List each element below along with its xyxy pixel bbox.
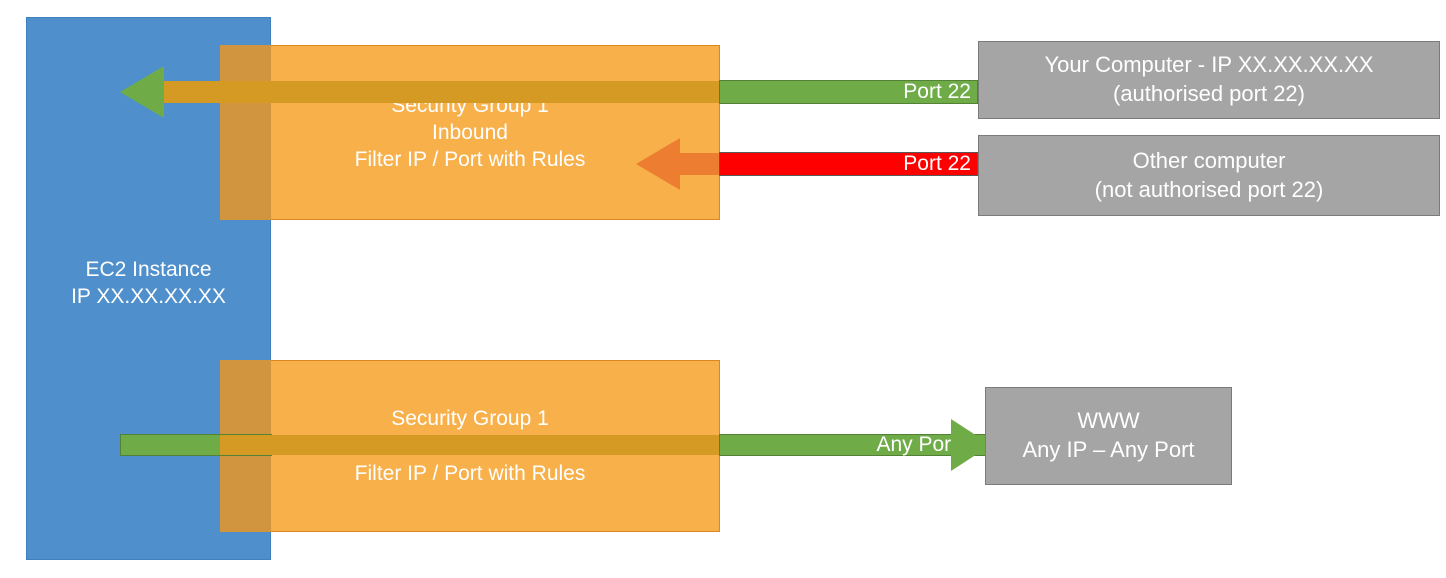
endpoint-www-line2: Any IP – Any Port [1022, 437, 1195, 462]
connection-outbound-bar: Any Port [719, 433, 985, 456]
security-group-inbound-title: Security Group 1 [391, 93, 549, 117]
endpoint-your-computer-box: Your Computer - IP XX.XX.XX.XX (authoris… [978, 41, 1440, 119]
arrow-head-blocked-inbound-icon [636, 138, 680, 190]
connection-allowed-inbound-bar: Port 22 [719, 80, 978, 104]
security-group-outbound-direction: Outbound [423, 434, 517, 458]
endpoint-www-line1: WWW [1077, 408, 1140, 434]
connection-allowed-inbound-port-label: Port 22 [903, 80, 971, 103]
security-group-inbound-panel: Security Group 1 Inbound Filter IP / Por… [220, 45, 720, 220]
security-group-outbound-rule: Filter IP / Port with Rules [354, 461, 586, 485]
security-group-outbound-title: Security Group 1 [391, 407, 549, 431]
arrow-head-outbound-icon [951, 419, 991, 471]
security-group-inbound-rule: Filter IP / Port with Rules [354, 148, 586, 172]
connection-blocked-inbound-bar: Port 22 [719, 152, 978, 176]
connection-outbound-port-label: Any Port [876, 433, 957, 456]
connection-blocked-inbound-port-label: Port 22 [903, 152, 971, 175]
connection-outbound-left-stub [120, 434, 272, 456]
endpoint-other-computer-line1: Other computer [1132, 147, 1286, 173]
ec2-instance-name: EC2 Instance [85, 258, 212, 281]
endpoint-www-box: WWW Any IP – Any Port [985, 387, 1232, 485]
security-group-inbound-direction: Inbound [432, 120, 508, 144]
arrow-head-allowed-inbound-icon [120, 66, 164, 118]
endpoint-other-computer-box: Other computer (not authorised port 22) [978, 135, 1440, 216]
security-group-outbound-panel: Security Group 1 Outbound Filter IP / Po… [220, 360, 720, 532]
endpoint-other-computer-line2: (not authorised port 22) [1094, 176, 1324, 202]
endpoint-your-computer-line1: Your Computer - IP XX.XX.XX.XX [1044, 52, 1374, 78]
endpoint-your-computer-line2: (authorised port 22) [1113, 81, 1305, 106]
ec2-instance-ip: IP XX.XX.XX.XX [71, 285, 226, 309]
